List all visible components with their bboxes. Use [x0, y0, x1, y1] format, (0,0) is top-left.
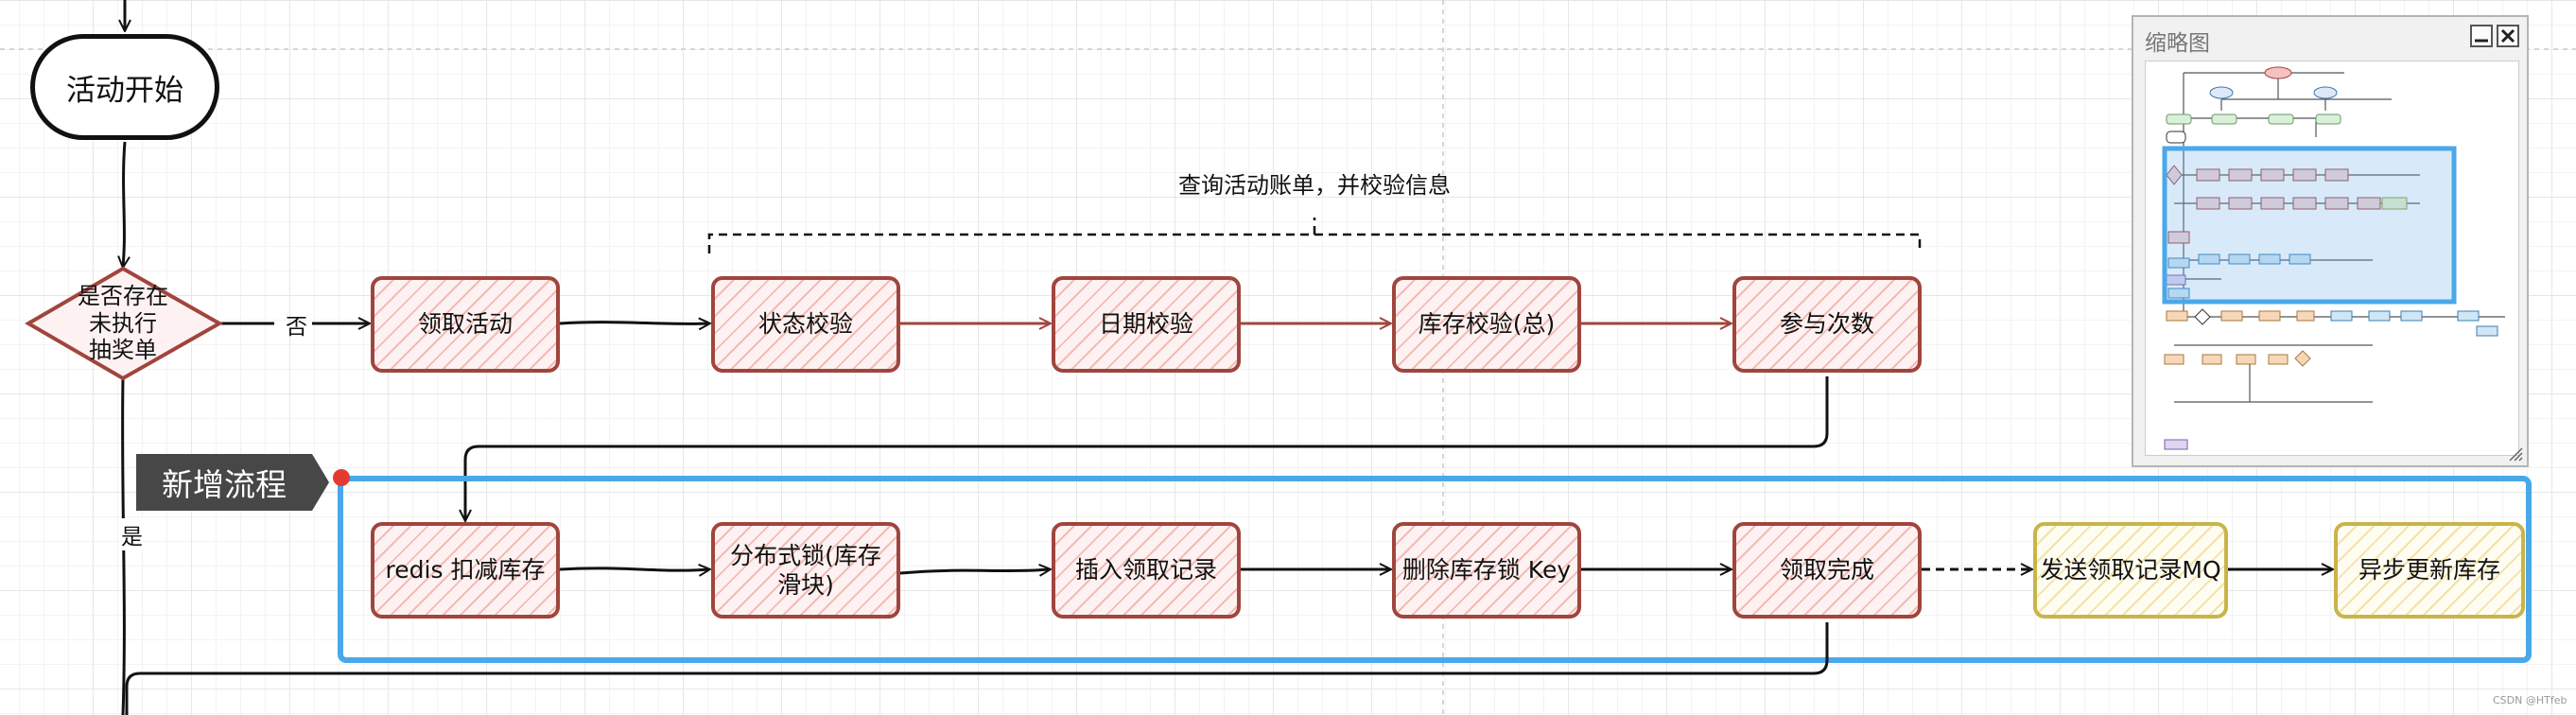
resize-grip-icon[interactable] — [2506, 445, 2523, 462]
new-flow-tag-pointer — [312, 454, 329, 511]
new-flow-tag-label: 新增流程 — [162, 466, 287, 503]
node-delete-stock-lock-key[interactable]: 删除库存锁 Key — [1392, 522, 1581, 619]
edge-count-redis — [465, 376, 1829, 520]
close-icon[interactable] — [2497, 25, 2519, 47]
decision-diamond — [25, 266, 224, 381]
node-label: 状态校验 — [757, 310, 853, 339]
node-label: 删除库存锁 Key — [1401, 556, 1572, 584]
node-status-check[interactable]: 状态校验 — [711, 276, 900, 373]
start-label: 活动开始 — [66, 73, 183, 108]
node-distributed-lock[interactable]: 分布式锁(库存滑块) — [711, 522, 900, 619]
bracket-label: 查询活动账单，并校验信息 — [1178, 172, 1451, 199]
node-async-update-stock[interactable]: 异步更新库存 — [2334, 522, 2525, 619]
node-participation-count[interactable]: 参与次数 — [1732, 276, 1922, 373]
node-label: 异步更新库存 — [2358, 556, 2500, 584]
no-label: 否 — [286, 315, 307, 340]
edge-redis-lock — [559, 568, 709, 570]
new-flow-frame — [338, 476, 2532, 663]
node-label: 插入领取记录 — [1074, 556, 1217, 584]
node-insert-claim-record[interactable]: 插入领取记录 — [1052, 522, 1241, 619]
decision-label: 是否存在 未执行 抽奖单 — [52, 269, 194, 378]
start-terminal[interactable]: 活动开始 — [30, 34, 219, 140]
minimap-header[interactable]: 缩略图 — [2133, 17, 2527, 59]
watermark: CSDN @HTfeb — [2493, 694, 2567, 706]
node-label: 领取完成 — [1779, 556, 1874, 584]
decision-text: 是否存在 未执行 抽奖单 — [78, 282, 168, 364]
node-stock-check-total[interactable]: 库存校验(总) — [1392, 276, 1581, 373]
node-label: 领取活动 — [417, 310, 513, 339]
minimap-canvas[interactable] — [2145, 61, 2519, 456]
minimize-icon[interactable] — [2470, 25, 2493, 47]
node-redis-deduct-stock[interactable]: redis 扣减库存 — [371, 522, 560, 619]
node-label: redis 扣减库存 — [385, 556, 546, 584]
node-label: 库存校验(总) — [1418, 310, 1556, 339]
node-label: 分布式锁(库存滑块) — [730, 541, 881, 599]
node-claim-complete[interactable]: 领取完成 — [1732, 522, 1922, 619]
edge-complete-return — [125, 622, 1829, 715]
node-label: 日期校验 — [1098, 310, 1193, 339]
bracket — [707, 218, 1922, 253]
node-date-check[interactable]: 日期校验 — [1052, 276, 1241, 373]
node-claim-activity[interactable]: 领取活动 — [371, 276, 560, 373]
minimap-panel[interactable]: 缩略图 — [2132, 15, 2529, 467]
minimap-overview — [2162, 66, 2505, 450]
edge-claim-status — [559, 323, 709, 324]
node-send-claim-mq[interactable]: 发送领取记录MQ — [2033, 522, 2228, 619]
edge-lock-insert — [899, 569, 1050, 573]
yes-label: 是 — [121, 518, 143, 550]
edge-start-decision — [123, 141, 125, 267]
node-label: 参与次数 — [1779, 310, 1874, 339]
minimap-title: 缩略图 — [2145, 31, 2210, 56]
node-label: 发送领取记录MQ — [2040, 556, 2221, 584]
new-flow-tag-dot — [333, 469, 350, 486]
new-flow-tag: 新增流程 — [136, 454, 312, 511]
